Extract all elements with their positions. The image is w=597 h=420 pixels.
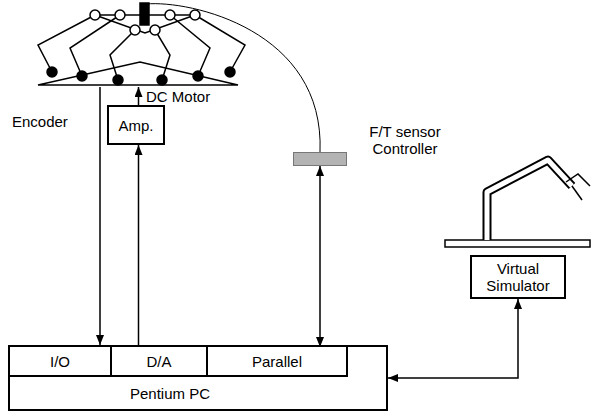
node-text: Pentium PC bbox=[90, 379, 250, 409]
node-text: Virtual Simulator bbox=[477, 260, 559, 294]
signal-connector bbox=[388, 299, 518, 378]
robot-leg bbox=[70, 15, 120, 76]
node-text: Parallel bbox=[252, 353, 302, 370]
robot-joint bbox=[165, 10, 175, 20]
robot-joint bbox=[113, 75, 123, 85]
robot-joint bbox=[77, 71, 87, 81]
robot-leg bbox=[170, 15, 210, 76]
controller-box: F/T sensor Controller bbox=[293, 152, 347, 166]
parallel-robot bbox=[38, 3, 245, 85]
signal-connector bbox=[138, 145, 140, 347]
signal-connector bbox=[319, 166, 321, 347]
robot-joint bbox=[193, 71, 203, 81]
robot-leg bbox=[155, 30, 170, 80]
encoder-arrow bbox=[99, 87, 101, 345]
port-cell: D/A bbox=[112, 347, 208, 377]
signal-label: Encoder bbox=[12, 113, 68, 130]
simulated-robot-arm bbox=[445, 160, 590, 247]
port-cell: Parallel bbox=[208, 347, 348, 377]
table-top bbox=[445, 240, 590, 247]
robot-joint bbox=[130, 25, 140, 35]
robot-joint bbox=[150, 25, 160, 35]
robot-joint bbox=[225, 67, 235, 77]
amplifier-box: Amp. bbox=[107, 105, 165, 145]
gripper bbox=[572, 186, 582, 200]
sensor-cable bbox=[146, 4, 320, 152]
force-sensor bbox=[140, 3, 149, 25]
node-text: I/O bbox=[50, 353, 70, 370]
port-cell: I/O bbox=[10, 347, 112, 377]
arm-outline bbox=[487, 160, 572, 240]
robot-leg bbox=[38, 15, 95, 72]
robot-base bbox=[38, 62, 238, 85]
computer-box: Pentium PC I/O D/A Parallel bbox=[8, 345, 388, 411]
robot-joint bbox=[190, 10, 200, 20]
simulator-box: Virtual Simulator bbox=[470, 255, 566, 299]
node-text: D/A bbox=[146, 353, 171, 370]
arm-body bbox=[487, 160, 572, 240]
robot-joint bbox=[115, 10, 125, 20]
node-text: F/T sensor Controller bbox=[360, 123, 450, 157]
robot-leg bbox=[110, 30, 135, 80]
robot-joint bbox=[157, 75, 167, 85]
robot-joint bbox=[90, 10, 100, 20]
gripper bbox=[566, 174, 590, 186]
node-text: Amp. bbox=[118, 117, 153, 134]
robot-joint bbox=[47, 67, 57, 77]
signal-label: DC Motor bbox=[146, 88, 210, 105]
motor-arrow bbox=[138, 87, 140, 105]
